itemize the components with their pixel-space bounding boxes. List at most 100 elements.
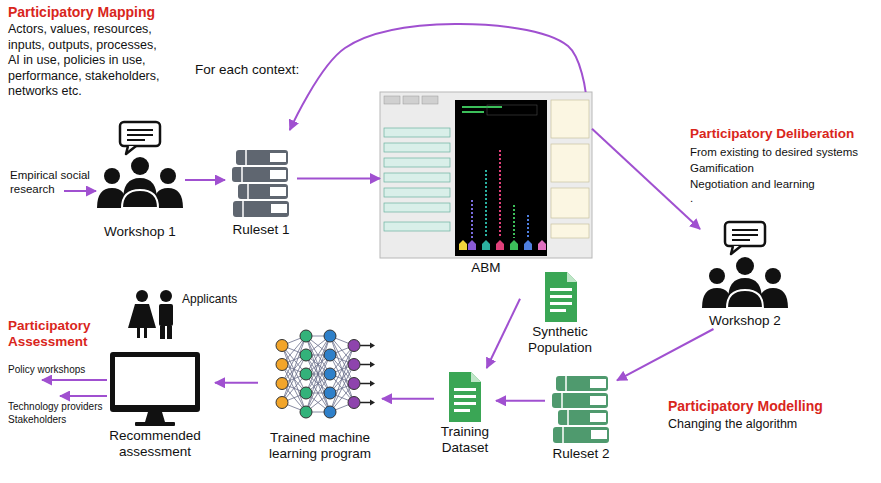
abm-screenshot (485, 170, 487, 238)
document-icon (545, 272, 577, 322)
neural-network-icon (300, 368, 312, 380)
applicants-figures (160, 290, 172, 302)
neural-network-icon (348, 340, 360, 352)
document-icon (449, 372, 481, 422)
icon-node: Recommended assessment (95, 348, 215, 460)
input-arrow (64, 190, 96, 192)
node-caption: Trained machine learning program (258, 430, 382, 462)
neural-network-icon (276, 330, 375, 418)
abm-screenshot (551, 144, 589, 182)
abm-screenshot (384, 203, 450, 212)
abm-screenshot (468, 240, 476, 250)
node-caption: ABM (380, 260, 592, 276)
flow-arrow (290, 24, 586, 130)
abm-screenshot (403, 96, 419, 104)
neural-network-icon (300, 330, 312, 342)
node-caption: Workshop 1 (95, 224, 185, 240)
computer-monitor (110, 352, 200, 426)
applicants-figures (128, 290, 173, 339)
annotation-text: Negotiation and learning (690, 177, 815, 191)
flow-arrow (617, 329, 714, 380)
document-icon (545, 272, 577, 322)
icon-node: Trained machine learning program (258, 318, 382, 462)
neural-network-icon (360, 402, 371, 404)
abm-screenshot (384, 222, 450, 231)
section-heading: Participatory Modelling (668, 398, 823, 415)
neural-network-icon (324, 368, 336, 380)
neural-network-icon (324, 349, 336, 361)
abm-screenshot (499, 150, 501, 238)
neural-network-icon (276, 359, 288, 371)
neural-network-icon (300, 406, 312, 418)
abm-screenshot (538, 240, 546, 250)
neural-network-icon (276, 397, 288, 409)
node-caption: Ruleset 1 (225, 222, 297, 238)
node-caption: Workshop 2 (700, 313, 790, 329)
annotation-text: Policy workshops (8, 364, 85, 376)
computer-monitor (115, 357, 195, 405)
neural-network-icon (324, 406, 336, 418)
annotation-text: . (690, 191, 693, 205)
applicants-figures (144, 328, 147, 338)
abm-screenshot (524, 240, 532, 250)
node-caption: Training Dataset (434, 424, 496, 456)
neural-network-icon (360, 364, 371, 366)
abm-screenshot (384, 188, 450, 197)
ruleset-books (232, 150, 289, 217)
ruleset-books (552, 376, 609, 443)
abm-screenshot (459, 240, 467, 250)
abm-screenshot (551, 100, 589, 138)
abm-screenshot (513, 205, 515, 238)
section-heading: Participatory Mapping (8, 4, 155, 21)
neural-network-icon (360, 383, 371, 385)
abm-screenshot (551, 224, 589, 238)
flow-arrow (592, 129, 700, 229)
neural-network-icon (360, 345, 371, 347)
neural-network-icon (370, 400, 375, 406)
flow-arrow (382, 398, 434, 400)
icon-node: Ruleset 1 (225, 130, 297, 238)
section-heading: Participatory Assessment (8, 318, 112, 350)
output-arrow (42, 379, 107, 381)
node-caption: Synthetic Population (520, 324, 600, 356)
neural-network-icon (276, 378, 288, 390)
applicants-figures (159, 304, 173, 326)
workshop-icon (702, 222, 788, 308)
output-arrow (60, 395, 107, 397)
annotation-text: Empirical social research (10, 168, 106, 196)
abm-screenshot (487, 105, 537, 115)
flow-arrow (297, 178, 380, 180)
abm-screenshot (380, 92, 592, 258)
section-heading: Participatory Deliberation (690, 126, 854, 142)
computer-monitor (110, 352, 200, 412)
abm-screenshot (422, 96, 438, 104)
node-caption: Recommended assessment (95, 428, 215, 460)
annotation-text: Gamification (690, 161, 754, 175)
abm-screenshot (496, 240, 504, 250)
abm-screenshot (384, 128, 450, 137)
flow-arrow (185, 179, 225, 181)
workshop-icon (702, 222, 788, 308)
abm-screenshot (384, 158, 450, 167)
annotation-text: For each context: (195, 62, 299, 78)
abm-screenshot (482, 240, 490, 250)
annotation-text: Technology providers (8, 401, 103, 413)
ruleset-books (552, 376, 609, 443)
annotation-text: From existing to desired systems (690, 145, 858, 159)
neural-network-icon (324, 387, 336, 399)
neural-network-icon (300, 387, 312, 399)
neural-network-icon (348, 378, 360, 390)
abm-screenshot (471, 200, 473, 238)
abm-screenshot (527, 215, 529, 238)
neural-network-icon (370, 343, 375, 349)
workshop-icon (97, 122, 183, 208)
icon-node: ABM (380, 92, 592, 276)
neural-network-icon (300, 349, 312, 361)
applicants-figures (128, 304, 156, 328)
applicants-figures (160, 326, 165, 339)
workshop-icon (97, 122, 183, 208)
annotation-text: Applicants (182, 292, 237, 306)
icon-node: Workshop 1 (95, 120, 185, 240)
abm-screenshot (462, 111, 484, 113)
icon-node: Synthetic Population (520, 268, 600, 356)
